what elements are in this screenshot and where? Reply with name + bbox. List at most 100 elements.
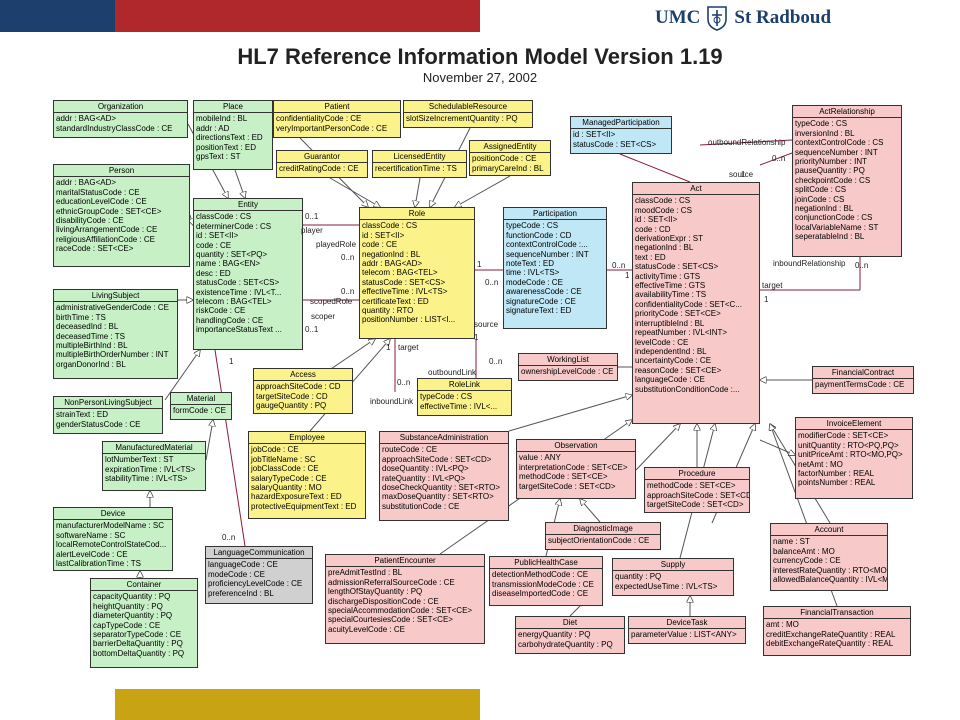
class-attribute: gpsText : ST <box>196 152 241 162</box>
class-attribute: deceasedInd : BL <box>56 322 119 332</box>
class-attribute: signatureCode : CE <box>506 296 576 306</box>
class-attributes: id : SET<II>statusCode : SET<CS> <box>571 129 671 150</box>
class-attribute: derivationExpr : ST <box>635 234 704 244</box>
generalization-line <box>205 420 213 461</box>
class-attribute: availabilityTime : TS <box>635 290 707 300</box>
class-attribute: transmissionModeCode : CE <box>492 579 594 589</box>
class-attribute: unitPriceAmt : RTO<MO,PQ> <box>798 450 903 460</box>
seal-icon <box>707 6 728 31</box>
class-attribute: classCode : CS <box>196 212 252 222</box>
class-attribute: negationInd : BL <box>795 204 854 214</box>
class-attribute: creditRatingCode : CE <box>279 164 359 174</box>
class-attribute: diameterQuantity : PQ <box>93 611 173 621</box>
class-name: PatientEncounter <box>326 555 484 568</box>
class-attributes: formCode : CE <box>171 405 231 416</box>
class-attribute: pauseQuantity : PQ <box>795 166 865 176</box>
association-label: 1 <box>625 271 630 280</box>
class-attribute: statusCode : SET<CS> <box>362 277 446 287</box>
class-attribute: levelCode : CE <box>635 337 689 347</box>
generalization-line <box>508 395 632 432</box>
class-attribute: id : SET<II> <box>635 215 678 225</box>
class-name: Device <box>54 508 172 521</box>
class-name: Procedure <box>645 468 749 481</box>
class-attribute: signatureText : ED <box>506 306 572 316</box>
class-attribute: approachSiteCode : CD <box>256 382 341 392</box>
class-name: Entity <box>194 199 302 212</box>
class-attribute: effectiveTime : IVL<TS> <box>362 287 448 297</box>
class-attribute: moodCode : CS <box>635 205 692 215</box>
class-attribute: typeCode : CS <box>795 119 848 129</box>
association-label: target <box>398 343 419 352</box>
class-attribute: uncertaintyCode : CE <box>635 356 712 366</box>
association-label: 1 <box>229 357 234 366</box>
class-attribute: quantity : RTO <box>362 306 414 316</box>
class-attribute: strainText : ED <box>56 410 109 420</box>
class-attribute: value : ANY <box>519 453 561 463</box>
class-attribute: lastCalibrationTime : TS <box>56 559 141 569</box>
class-attribute: classCode : CS <box>362 221 418 231</box>
class-attribute: interpretationCode : SET<CE> <box>519 462 628 472</box>
class-attribute: addr : BAG<AD> <box>362 259 423 269</box>
class-attribute: directionsText : ED <box>196 133 263 143</box>
generalization-line <box>190 214 193 225</box>
class-attribute: importanceStatusText ... <box>196 325 282 335</box>
class-attribute: doseQuantity : IVL<PQ> <box>382 464 469 474</box>
class-attribute: religiousAffiliationCode : CE <box>56 234 156 244</box>
class-attributes: subjectOrientationCode : CE <box>546 535 660 546</box>
class-attribute: text : ED <box>635 252 666 262</box>
association-label: playedRole <box>316 240 357 249</box>
association-label: 1 <box>477 260 482 269</box>
class-attribute: sequenceNumber : INT <box>506 249 589 259</box>
class-attribute: formCode : CE <box>173 406 226 416</box>
class-attribute: id : SET<II> <box>573 130 616 140</box>
class-attribute: energyQuantity : PQ <box>518 630 591 640</box>
class-attribute: methodCode : SET<CE> <box>519 472 608 482</box>
generalization-line <box>580 499 601 523</box>
class-attributes: slotSizeIncrementQuantity : PQ <box>404 113 532 124</box>
class-attribute: jobTitleName : SC <box>251 454 316 464</box>
class-attribute: barrierDeltaQuantity : PQ <box>93 639 183 649</box>
